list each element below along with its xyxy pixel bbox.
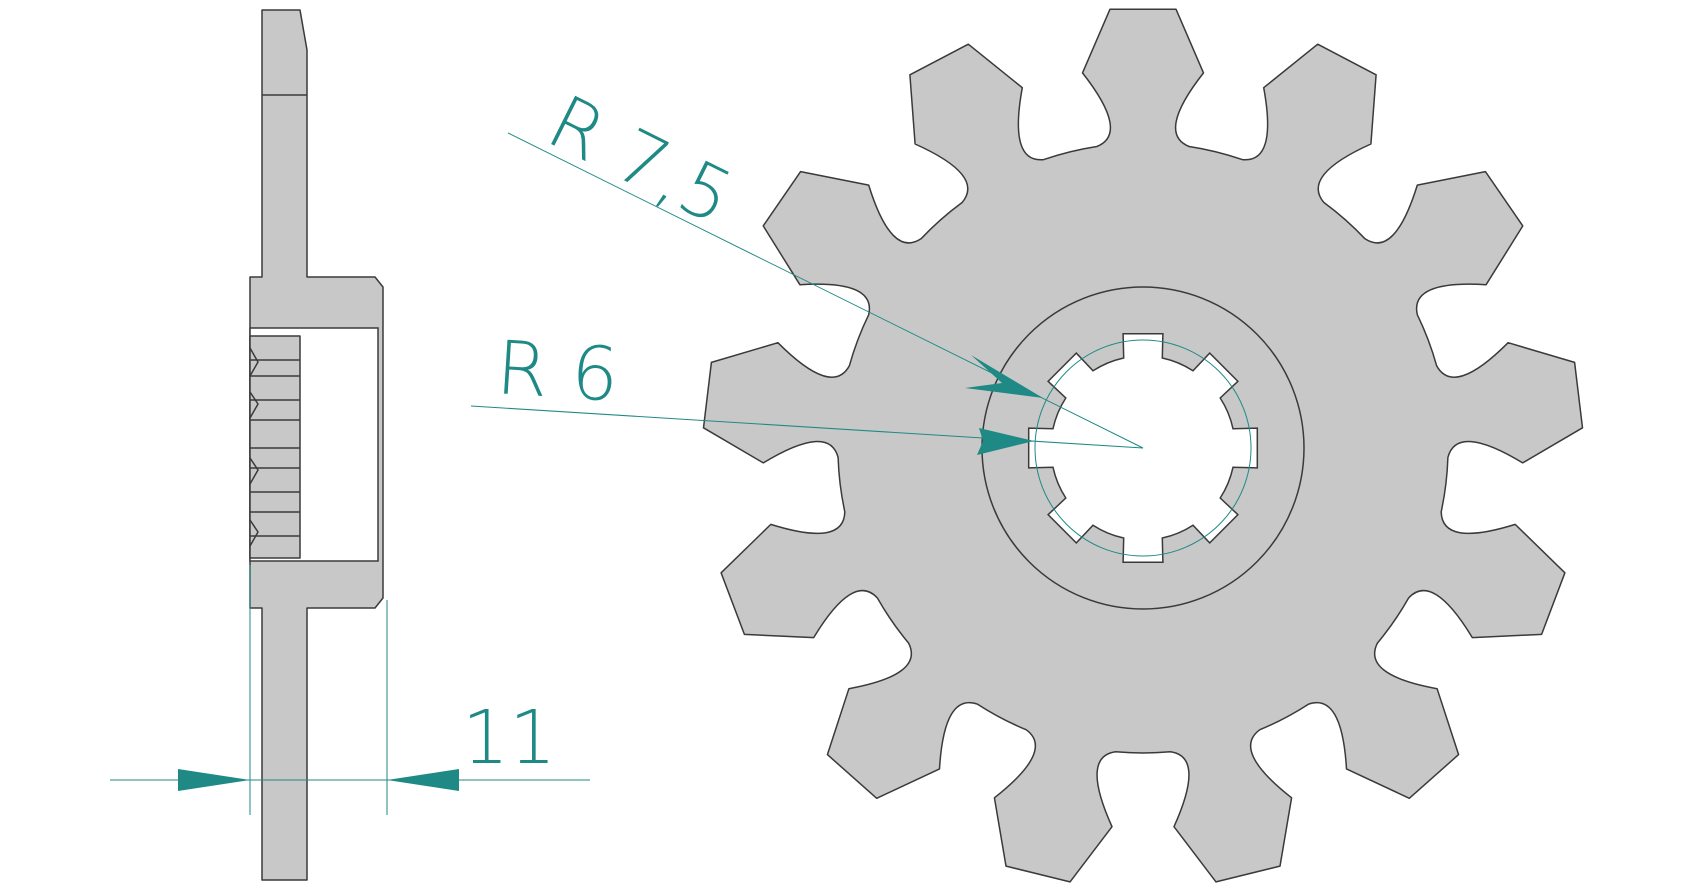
thickness-arrow-left (178, 769, 250, 791)
arrow-r7-5 (965, 355, 1043, 398)
spline-detail-block (249, 335, 301, 559)
front-view (702, 8, 1584, 883)
spline-chamfer (249, 457, 259, 485)
side-view-spline-detail (249, 335, 301, 559)
radius-reference-arc (1034, 339, 1252, 557)
thickness-arrow-right (387, 769, 459, 791)
label-r6: R 6 (494, 325, 621, 418)
thickness-label: 11 (462, 695, 556, 781)
side-view: 11 (110, 9, 590, 881)
arrow-r6 (977, 428, 1034, 455)
spline-chamfer (249, 519, 259, 547)
radius-dimension-inner: R 6 (470, 325, 1144, 455)
spline-chamfer (249, 391, 259, 419)
label-r7-5: R 7,5 (535, 79, 746, 242)
spline-chamfer (249, 347, 259, 377)
